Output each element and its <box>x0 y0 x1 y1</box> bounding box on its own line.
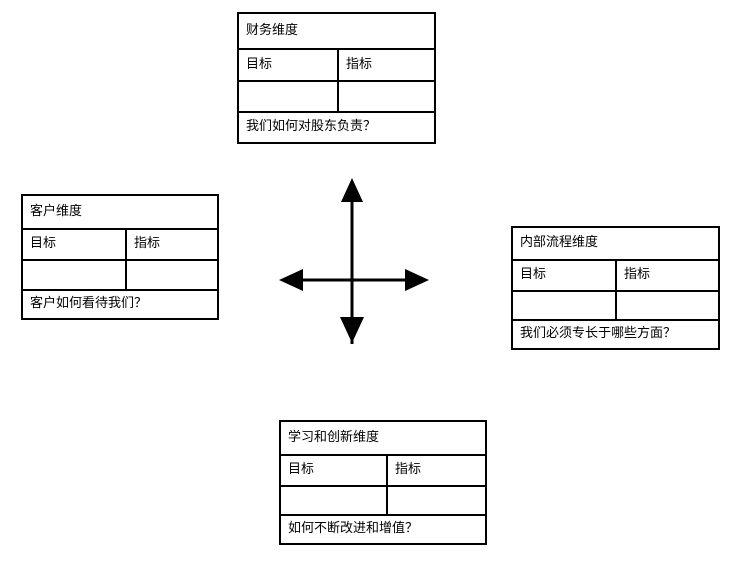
card-header-row: 目标 指标 <box>281 456 485 487</box>
card-data-row <box>281 487 485 516</box>
measure-value-cell[interactable] <box>127 261 217 289</box>
card-title-row: 财务维度 <box>239 14 434 50</box>
measure-value-cell[interactable] <box>617 292 718 319</box>
perspective-title: 内部流程维度 <box>520 235 599 251</box>
perspective-title: 客户维度 <box>30 203 83 219</box>
objective-value-cell[interactable] <box>23 261 127 289</box>
objective-value-cell[interactable] <box>281 487 388 514</box>
arrow-head-left <box>279 269 303 291</box>
card-data-row <box>239 82 434 113</box>
card-title-row: 客户维度 <box>23 196 217 230</box>
arrow-head-down <box>340 317 364 343</box>
card-title-row: 学习和创新维度 <box>281 422 485 456</box>
perspective-question: 我们必须专长于哪些方面？ <box>520 326 677 342</box>
perspective-title: 学习和创新维度 <box>288 429 380 445</box>
perspective-card-financial[interactable]: 财务维度 目标 指标 我们如何对股东负责？ <box>237 12 436 144</box>
objective-column-header: 目标 <box>239 50 339 80</box>
perspective-card-learning-innovation[interactable]: 学习和创新维度 目标 指标 如何不断改进和增值？ <box>279 420 487 545</box>
card-data-row <box>513 292 718 321</box>
perspective-card-internal-process[interactable]: 内部流程维度 目标 指标 我们必须专长于哪些方面？ <box>511 226 720 350</box>
card-header-row: 目标 指标 <box>239 50 434 82</box>
card-header-row: 目标 指标 <box>23 230 217 261</box>
objective-column-header: 目标 <box>23 230 127 259</box>
objective-value-cell[interactable] <box>239 82 339 111</box>
perspective-question: 客户如何看待我们？ <box>30 296 148 312</box>
card-title-row: 内部流程维度 <box>513 228 718 261</box>
perspective-question: 如何不断改进和增值？ <box>288 521 419 537</box>
perspective-card-customer[interactable]: 客户维度 目标 指标 客户如何看待我们？ <box>21 194 219 320</box>
objective-column-header: 目标 <box>513 261 617 290</box>
measure-column-header: 指标 <box>624 267 651 283</box>
perspective-question: 我们如何对股东负责？ <box>246 119 377 135</box>
perspective-title: 财务维度 <box>246 22 299 38</box>
card-question-row: 如何不断改进和增值？ <box>281 516 485 543</box>
measure-column-header: 指标 <box>346 56 373 72</box>
measure-column-header: 指标 <box>395 462 422 478</box>
card-question-row: 我们必须专长于哪些方面？ <box>513 321 718 348</box>
objective-value-cell[interactable] <box>513 292 617 319</box>
four-way-arrow-cross-icon <box>279 178 429 344</box>
card-question-row: 客户如何看待我们？ <box>23 291 217 318</box>
card-question-row: 我们如何对股东负责？ <box>239 113 434 142</box>
arrow-head-up <box>341 178 363 202</box>
card-header-row: 目标 指标 <box>513 261 718 292</box>
measure-column-header: 指标 <box>134 236 161 252</box>
measure-value-cell[interactable] <box>339 82 434 111</box>
measure-value-cell[interactable] <box>388 487 485 514</box>
card-data-row <box>23 261 217 291</box>
arrow-head-right <box>405 269 429 291</box>
objective-column-header: 目标 <box>281 456 388 485</box>
